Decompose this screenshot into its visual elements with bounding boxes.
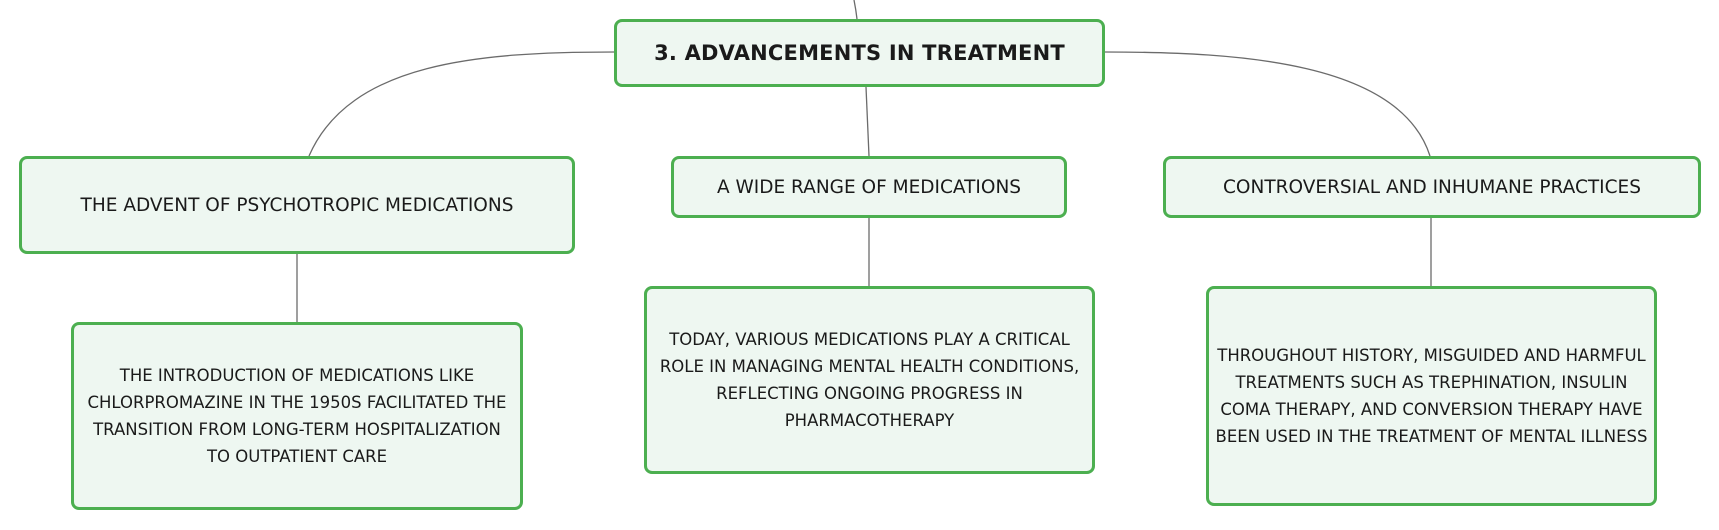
detail-text: THROUGHOUT HISTORY, MISGUIDED AND HARMFU…	[1215, 346, 1648, 446]
connector-root-to-branch-1	[308, 51, 615, 157]
branch-label: THE ADVENT OF PSYCHOTROPIC MEDICATIONS	[80, 194, 514, 216]
detail-text: TODAY, VARIOUS MEDICATIONS PLAY A CRITIC…	[659, 330, 1080, 430]
connector-root-to-branch-3	[1104, 51, 1431, 157]
detail-node-psychotropic-medications[interactable]: THE INTRODUCTION OF MEDICATIONS LIKE CHL…	[71, 322, 523, 510]
detail-node-wide-range-of-medications[interactable]: TODAY, VARIOUS MEDICATIONS PLAY A CRITIC…	[644, 286, 1095, 474]
branch-node-wide-range-of-medications[interactable]: A WIDE RANGE OF MEDICATIONS	[671, 156, 1067, 218]
branch-node-psychotropic-medications[interactable]: THE ADVENT OF PSYCHOTROPIC MEDICATIONS	[19, 156, 575, 254]
connector-root-to-branch-2	[865, 86, 870, 157]
branch-node-controversial-practices[interactable]: CONTROVERSIAL AND INHUMANE PRACTICES	[1163, 156, 1701, 218]
detail-text: THE INTRODUCTION OF MEDICATIONS LIKE CHL…	[87, 366, 507, 466]
branch-label: CONTROVERSIAL AND INHUMANE PRACTICES	[1223, 176, 1641, 198]
root-topic-label: 3. ADVANCEMENTS IN TREATMENT	[654, 41, 1065, 65]
root-topic-node[interactable]: 3. ADVANCEMENTS IN TREATMENT	[614, 19, 1105, 87]
detail-node-controversial-practices[interactable]: THROUGHOUT HISTORY, MISGUIDED AND HARMFU…	[1206, 286, 1657, 506]
branch-label: A WIDE RANGE OF MEDICATIONS	[716, 176, 1022, 198]
connector-parent-to-root	[853, 0, 858, 20]
